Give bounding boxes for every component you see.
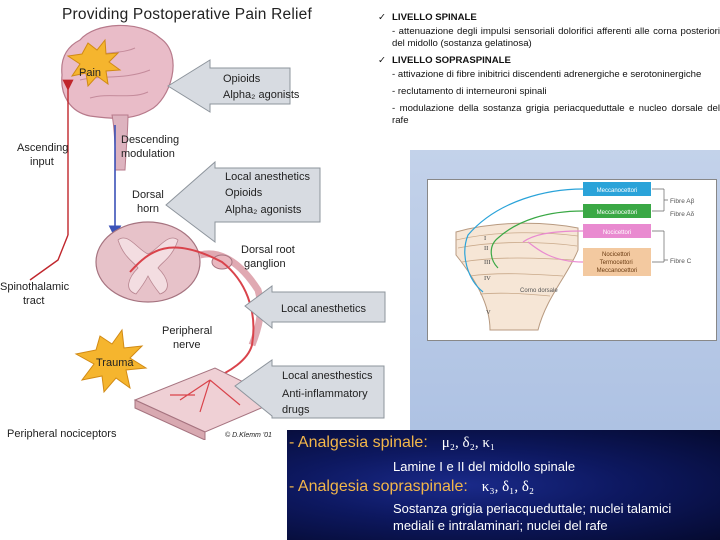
fiber-abeta-label: Fibre Aβ — [670, 198, 695, 205]
lamina-2-label: II — [484, 245, 488, 252]
drug-arrow-1-text: Opioids Alpha₂ agonists — [223, 73, 300, 101]
supraspinal-analgesia-label: - Analgesia sopraspinale: — [289, 478, 468, 495]
fiber-adelta-label: Fibre Aδ — [670, 211, 695, 218]
section-supraspinal-item-1: - attivazione di fibre inibitrici discen… — [392, 69, 702, 80]
pain-pathway-diagram: Pain Ascending input Descending modulati… — [0, 24, 386, 440]
drug-arrow-2-text: Local anesthetics Opioids Alpha₂ agonist… — [225, 171, 313, 216]
section-spinal-heading: ✓LIVELLO SPINALE — [378, 12, 477, 23]
box-adelta-label: Meccanocettori — [597, 210, 638, 216]
check-icon: ✓ — [378, 12, 387, 23]
descending-modulation-label: Descending modulation — [121, 134, 182, 160]
drug-arrow-4-text: Local anesthestics Anti-inflammatory dru… — [282, 370, 376, 416]
section-supraspinal-item-2: - reclutamento di interneuroni spinali — [392, 86, 547, 97]
spinal-analgesia-detail: Lamine I e II del midollo spinale — [393, 459, 576, 474]
dorsal-horn-fiber-figure: Meccanocettori Meccanocettori Nocicettor… — [427, 179, 717, 341]
drug-arrow-4: Local anesthestics Anti-inflammatory dru… — [234, 359, 385, 419]
peripheral-nerve-label: Peripheral nerve — [162, 325, 215, 351]
nociceptive-nerve-path — [129, 246, 255, 381]
spinothalamic-line — [29, 234, 69, 281]
analgesia-panel: - Analgesia spinale: μ₂, δ₂, κ₁ Lamine I … — [287, 430, 720, 540]
drug-arrow-2: Local anesthetics Opioids Alpha₂ agonist… — [165, 160, 321, 244]
copyright-label: © D.Klemm '01 — [225, 431, 272, 439]
box-nociceptors-label: Nocicettori — [603, 230, 631, 236]
drug-arrow-3-text: Local anesthetics — [281, 303, 366, 315]
spinothalamic-tract-label: Spinothalamic tract — [0, 281, 72, 307]
supraspinal-analgesia-detail-2: mediali e intralaminari; nuclei del rafe — [393, 518, 608, 533]
drug-arrow-1: Opioids Alpha₂ agonists — [167, 59, 300, 113]
spinal-analgesia-line: - Analgesia spinale: μ₂, δ₂, κ₁ — [289, 434, 495, 452]
trauma-burst-icon — [74, 328, 148, 394]
lamina-5-label: V — [486, 309, 491, 316]
supraspinal-receptors: κ₃, δ₁, δ₂ — [481, 479, 535, 495]
box-c-label: Nocicettori Termocettori Meccanocettori — [597, 252, 638, 274]
spinal-analgesia-label: - Analgesia spinale: — [289, 434, 428, 451]
dorsal-horn-label: Dorsal horn — [132, 189, 167, 215]
italian-notes: ✓LIVELLO SPINALE - attenuazione degli im… — [378, 10, 720, 132]
section-supraspinal-item-3: - modulazione della sostanza grigia peri… — [392, 103, 720, 126]
box-nociceptors — [583, 224, 651, 238]
section-supraspinal-heading: ✓LIVELLO SOPRASPINALE — [378, 55, 511, 66]
drug-arrow-3: Local anesthetics — [244, 285, 386, 330]
spinal-receptors: μ₂, δ₂, κ₁ — [441, 435, 496, 451]
diagram-title: Providing Postoperative Pain Relief — [62, 6, 312, 23]
peripheral-nociceptors-label: Peripheral nociceptors — [7, 428, 117, 440]
section-spinal-item: - attenuazione degli impulsi sensoriali … — [392, 26, 720, 49]
dorsal-root-ganglion-label: Dorsal root ganglion — [241, 244, 298, 270]
dorsal-horn-caption: Corno dorsale — [520, 288, 558, 294]
lamina-4-label: IV — [484, 275, 491, 282]
lamina-3-label: III — [484, 259, 491, 266]
fiber-c-label: Fibre C — [670, 258, 692, 265]
trauma-label: Trauma — [96, 357, 134, 369]
box-adelta — [583, 204, 651, 218]
lamina-1-label: I — [484, 235, 486, 242]
ascending-input-label: Ascending input — [17, 142, 71, 168]
pain-label: Pain — [79, 67, 101, 79]
box-abeta — [583, 182, 651, 196]
check-icon: ✓ — [378, 55, 387, 66]
dorsal-horn-shape — [455, 222, 579, 331]
pain-burst-icon — [66, 38, 122, 88]
box-abeta-label: Meccanocettori — [597, 188, 638, 194]
supraspinal-analgesia-line: - Analgesia sopraspinale: κ₃, δ₁, δ₂ — [289, 478, 534, 496]
box-c — [583, 248, 651, 276]
supraspinal-analgesia-detail-1: Sostanza grigia periacqueduttale; nuclei… — [393, 501, 672, 516]
